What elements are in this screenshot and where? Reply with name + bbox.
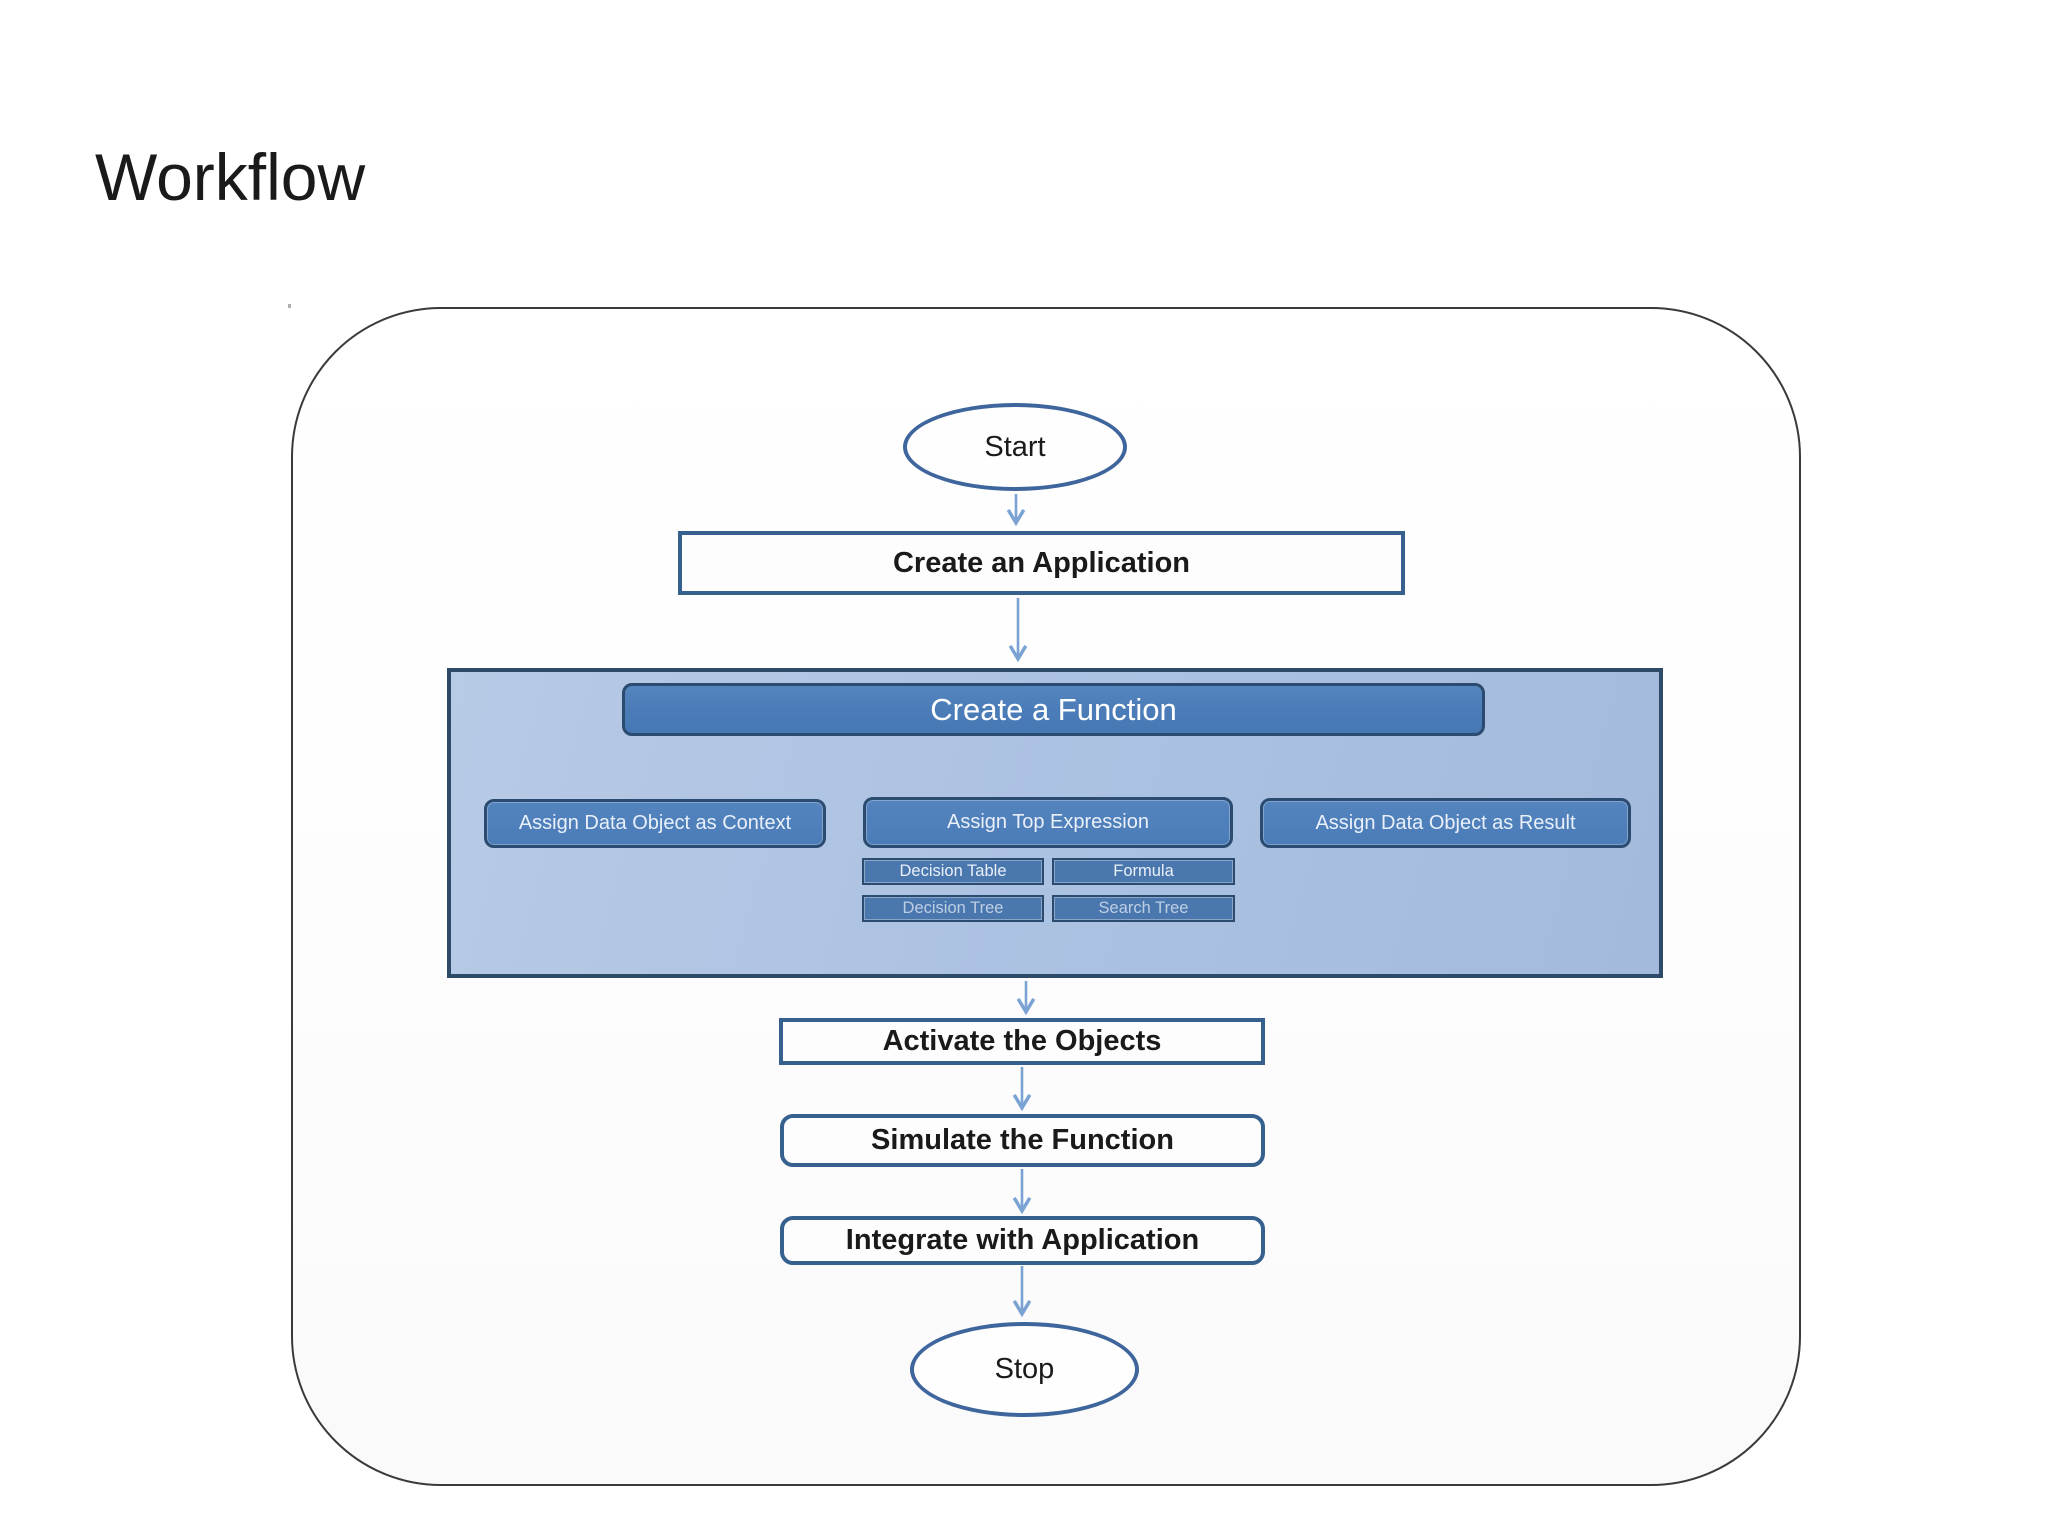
stray-mark <box>288 304 291 308</box>
search-tree-node: Search Tree <box>1052 895 1235 922</box>
assign-result-node: Assign Data Object as Result <box>1260 798 1631 848</box>
search-tree-label: Search Tree <box>1098 899 1189 917</box>
formula-node: Formula <box>1052 858 1235 885</box>
decision-table-node: Decision Table <box>862 858 1044 885</box>
decision-table-label: Decision Table <box>899 862 1007 880</box>
activate-objects-node: Activate the Objects <box>779 1018 1265 1065</box>
assign-top-expression-node: Assign Top Expression <box>863 797 1233 848</box>
assign-context-node: Assign Data Object as Context <box>484 799 826 848</box>
slide-title: Workflow <box>95 140 366 214</box>
formula-label: Formula <box>1113 862 1174 880</box>
assign-result-label: Assign Data Object as Result <box>1315 811 1576 834</box>
decision-tree-node: Decision Tree <box>862 895 1044 922</box>
stop-node: Stop <box>910 1322 1139 1417</box>
stop-label: Stop <box>994 1353 1055 1385</box>
assign-top-expression-label: Assign Top Expression <box>947 811 1149 833</box>
start-node: Start <box>903 403 1127 491</box>
integrate-application-label: Integrate with Application <box>845 1224 1200 1256</box>
create-application-label: Create an Application <box>892 546 1191 579</box>
create-application-node: Create an Application <box>678 531 1405 595</box>
create-function-node: Create a Function <box>622 683 1485 736</box>
start-label: Start <box>984 430 1046 463</box>
integrate-application-node: Integrate with Application <box>780 1216 1265 1265</box>
simulate-function-label: Simulate the Function <box>871 1124 1174 1156</box>
activate-objects-label: Activate the Objects <box>882 1025 1162 1057</box>
simulate-function-node: Simulate the Function <box>780 1114 1265 1167</box>
decision-tree-label: Decision Tree <box>902 899 1004 917</box>
assign-context-label: Assign Data Object as Context <box>518 812 792 834</box>
create-function-label: Create a Function <box>930 691 1177 727</box>
